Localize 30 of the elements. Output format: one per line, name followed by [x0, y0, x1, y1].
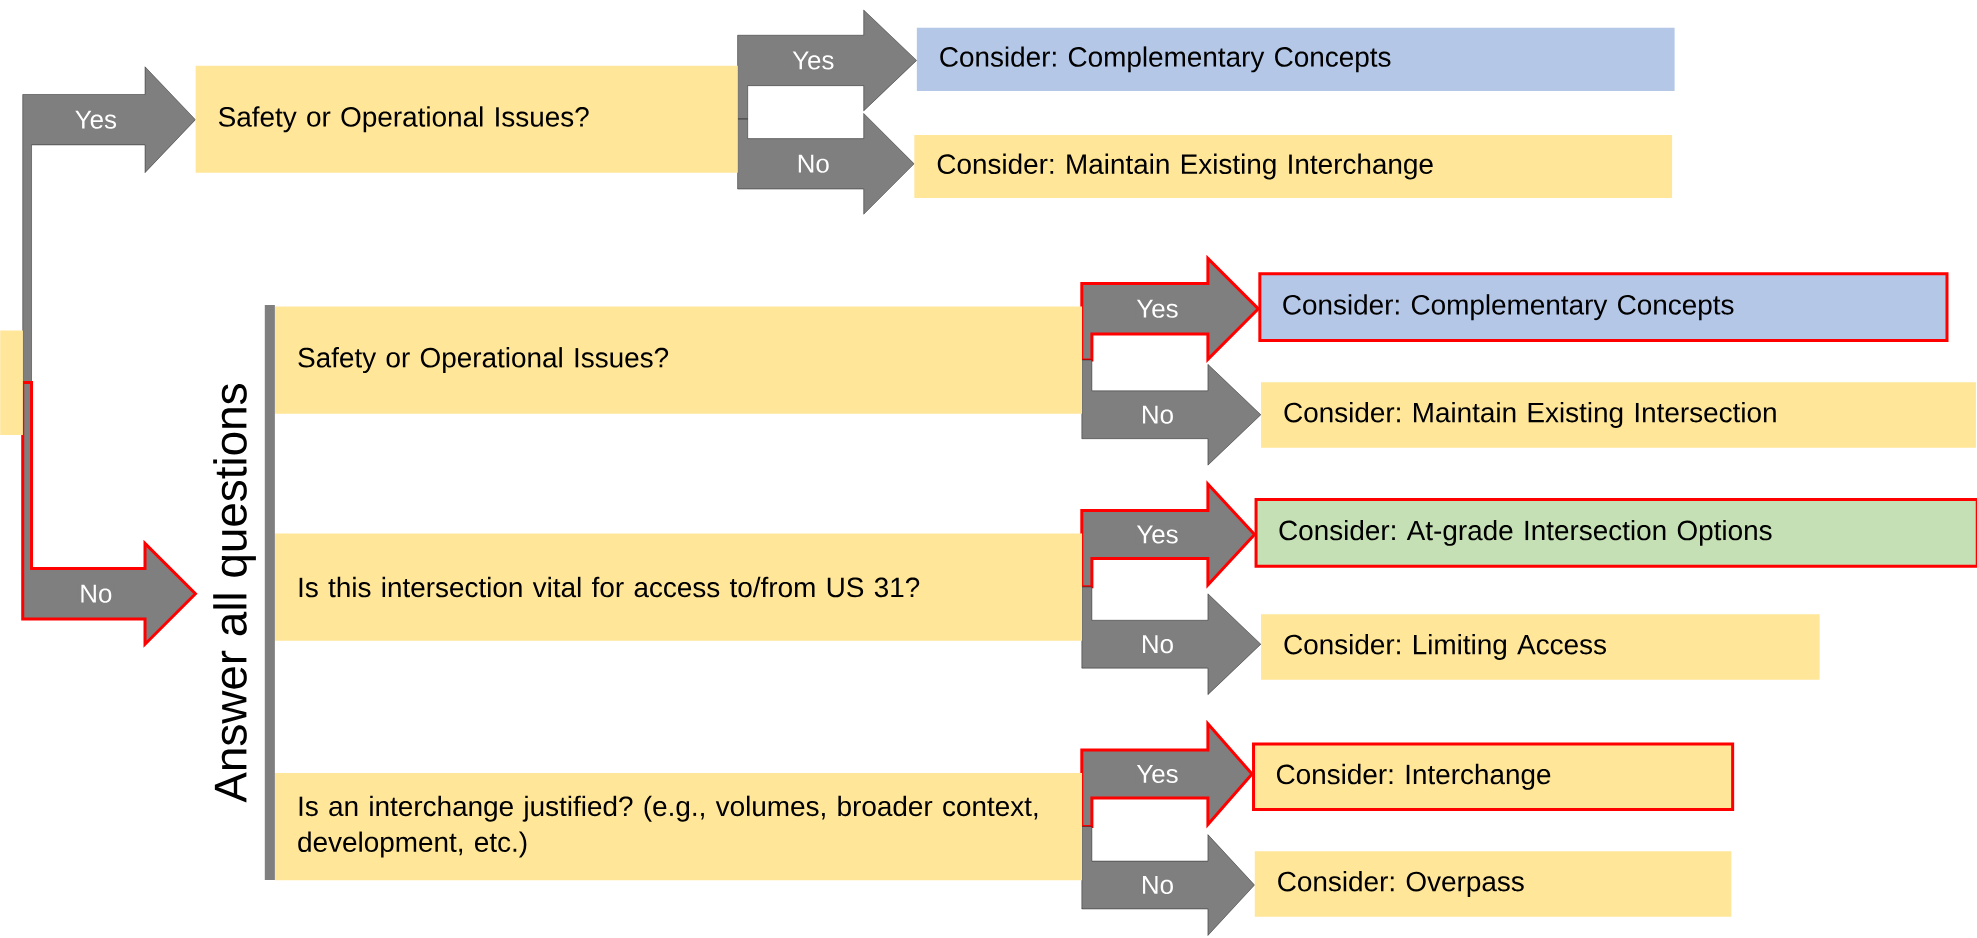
outcome-box: Consider: Maintain Existing Interchange: [914, 135, 1673, 199]
outcome-box: Consider: At-grade Intersection Options: [1254, 497, 1977, 568]
outcome-box: Consider: Complementary Concepts: [1258, 272, 1949, 343]
empty-box: [0, 330, 23, 436]
block-arrow: [1080, 480, 1257, 589]
block-arrow: [22, 66, 196, 383]
block-arrow: [1081, 826, 1255, 936]
block-arrow: [21, 381, 198, 648]
outcome-box: Consider: Maintain Existing Intersection: [1261, 382, 1976, 448]
edge-label: Yes: [1135, 524, 1180, 545]
edge-label: Yes: [791, 50, 836, 71]
outcome-box: Consider: Complementary Concepts: [916, 27, 1675, 91]
block-arrow: [737, 113, 915, 215]
edge-label: No: [78, 583, 114, 604]
edge-label: Yes: [1135, 764, 1180, 785]
outcome-box: Consider: Limiting Access: [1261, 614, 1820, 680]
block-arrow: [737, 9, 917, 120]
decision-box: Is an interchange justified? (e.g., volumes, broader context, development, etc.): [275, 773, 1082, 881]
block-arrow: [1081, 359, 1262, 466]
block-arrow: [1081, 586, 1262, 695]
node-label: Answer all questions: [213, 384, 256, 803]
decision-box: Safety or Operational Issues?: [275, 306, 1082, 414]
outcome-box: Consider: Overpass: [1254, 851, 1732, 917]
group-bracket: Answer all questions: [213, 305, 275, 880]
decision-box: Is this intersection vital for access to/from US 31?: [275, 533, 1082, 641]
edge-label: No: [1139, 634, 1175, 655]
outcome-box: Consider: Interchange: [1252, 742, 1735, 812]
decision-box: Safety or Operational Issues?: [195, 65, 738, 173]
block-arrow: [1080, 254, 1261, 363]
edge-label: Yes: [1135, 298, 1180, 319]
